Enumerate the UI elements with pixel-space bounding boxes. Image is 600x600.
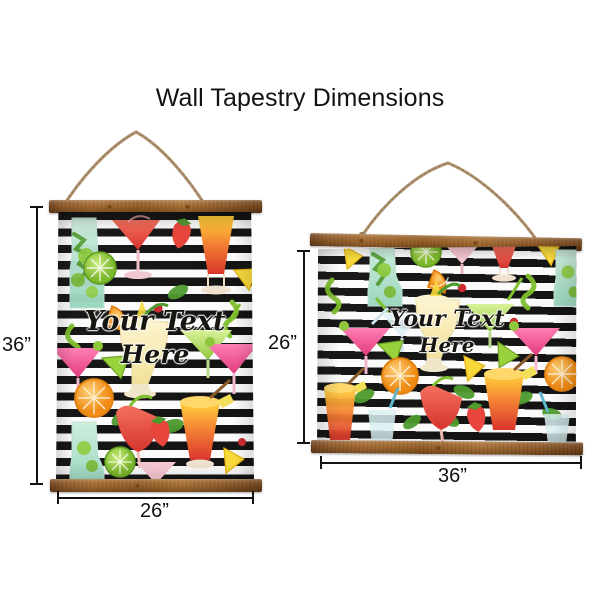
- dimension-width-label-portrait: 26”: [140, 500, 169, 522]
- tapestry-fabric-landscape: Your Text Here: [317, 246, 577, 444]
- top-dowel-rod-portrait: [49, 200, 262, 213]
- tapestry-fabric-portrait: Your Text Here: [56, 212, 254, 482]
- cocktail-motifs-landscape: [317, 246, 577, 444]
- page-title: Wall Tapestry Dimensions: [155, 84, 445, 112]
- rope-hanger-landscape: [358, 161, 542, 244]
- bottom-dowel-rod-landscape: [310, 440, 584, 456]
- dimension-height-label-portrait: 36”: [2, 334, 31, 356]
- dimension-height-label-landscape: 26”: [268, 332, 297, 354]
- bottom-dowel-rod-portrait: [50, 479, 262, 492]
- cocktail-motifs-portrait: [56, 212, 254, 482]
- dimension-width-label-landscape: 36”: [438, 465, 467, 487]
